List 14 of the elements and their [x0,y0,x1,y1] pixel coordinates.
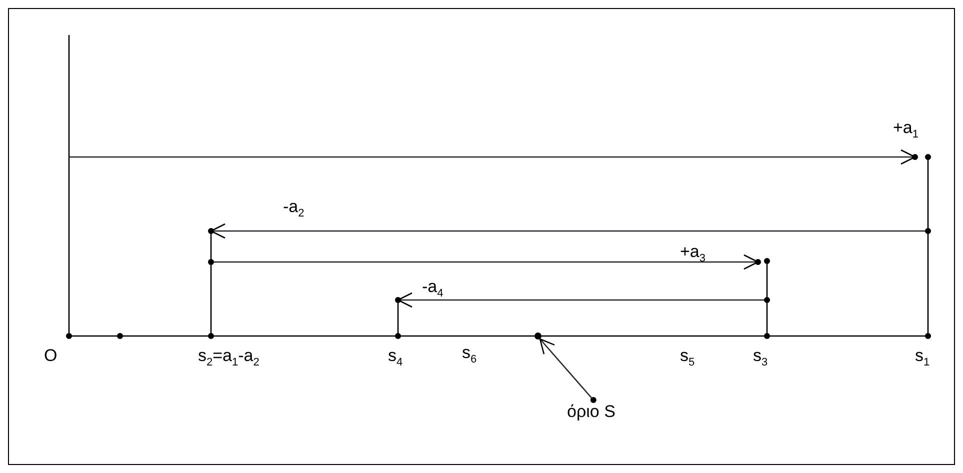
limit-label: όριο S [567,402,616,422]
math-label: s$_{5}$ [680,346,695,370]
math-label: s$_{6}$ [462,343,477,367]
math-label: -a$_{2}$ [283,197,304,221]
math-label: +a$_{1}$ [893,118,919,142]
limit-point [534,332,542,340]
math-label: s$_{4}$ [388,346,403,370]
math-label: s$_{2}$=a$_{1}$-a$_{2}$ [198,346,260,370]
math-label: +a$_{3}$ [680,242,706,266]
leader-line [539,338,596,403]
math-label: s$_{3}$ [753,346,768,370]
math-label: O [44,346,58,366]
math-label: -a$_{4}$ [422,277,444,301]
math-label: s$_{1}$ [915,346,930,370]
